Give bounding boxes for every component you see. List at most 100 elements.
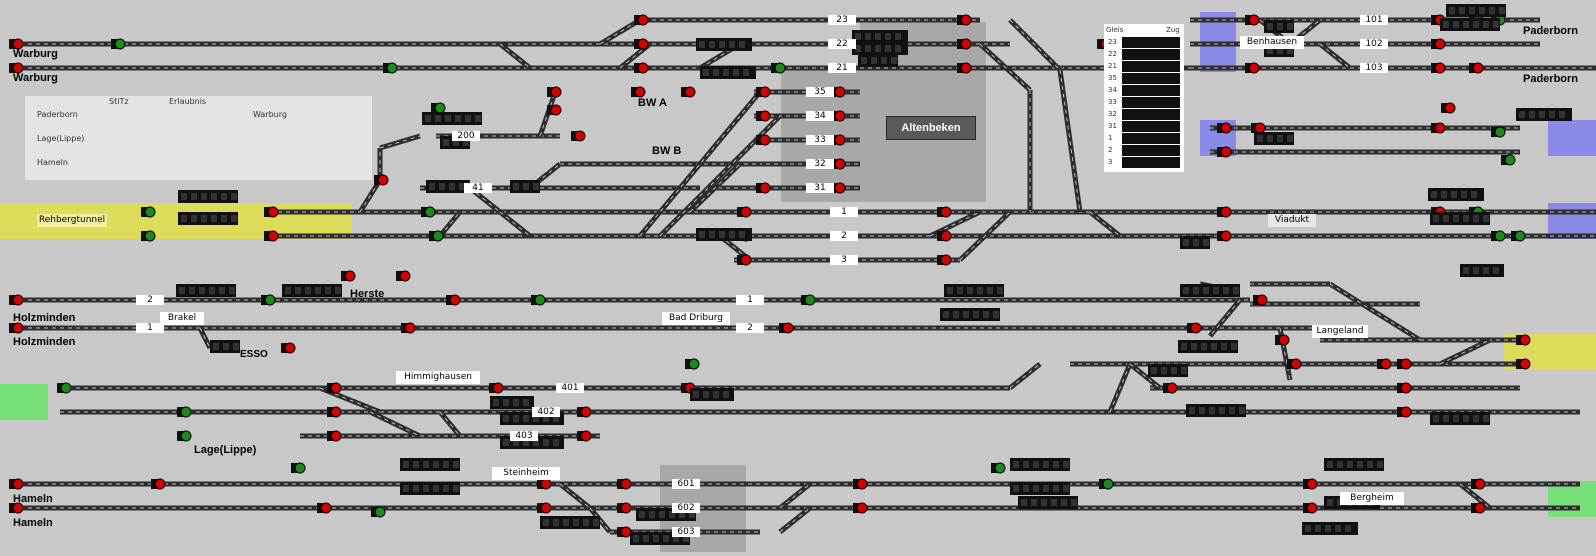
signal[interactable] [1303, 502, 1318, 514]
signal[interactable] [401, 322, 416, 334]
signal[interactable] [537, 478, 552, 490]
train-number-box[interactable] [1324, 458, 1384, 471]
signal[interactable] [937, 206, 952, 218]
signal[interactable] [937, 254, 952, 266]
signal[interactable] [779, 322, 794, 334]
signal[interactable] [737, 206, 752, 218]
table-row-train-box[interactable] [1122, 85, 1180, 96]
signal[interactable] [681, 86, 696, 98]
signal[interactable] [141, 206, 156, 218]
train-number-box[interactable] [490, 396, 534, 409]
signal[interactable] [396, 270, 411, 282]
signal[interactable] [1491, 126, 1506, 138]
table-row-train-box[interactable] [1122, 61, 1180, 72]
train-number-box[interactable] [1178, 340, 1238, 353]
signal[interactable] [737, 254, 752, 266]
train-number-box[interactable] [1018, 496, 1078, 509]
train-number-box[interactable] [1428, 188, 1484, 201]
signal[interactable] [831, 158, 846, 170]
train-number-box[interactable] [422, 112, 482, 125]
signal[interactable] [685, 358, 700, 370]
train-number-box[interactable] [1302, 522, 1358, 535]
signal[interactable] [421, 206, 436, 218]
signal[interactable] [617, 526, 632, 538]
signal[interactable] [853, 502, 868, 514]
signal[interactable] [291, 462, 306, 474]
signal[interactable] [374, 174, 389, 186]
train-number-box[interactable] [510, 180, 540, 193]
signal[interactable] [281, 342, 296, 354]
signal[interactable] [577, 406, 592, 418]
signal[interactable] [571, 130, 586, 142]
table-row-train-box[interactable] [1122, 157, 1180, 168]
signal[interactable] [261, 294, 276, 306]
signal[interactable] [1469, 62, 1484, 74]
signal[interactable] [1397, 358, 1412, 370]
signal[interactable] [991, 462, 1006, 474]
train-number-box[interactable] [858, 54, 898, 67]
signal[interactable] [537, 502, 552, 514]
signal[interactable] [317, 502, 332, 514]
signal[interactable] [431, 102, 446, 114]
train-number-box[interactable] [426, 180, 470, 193]
train-number-box[interactable] [1430, 412, 1490, 425]
signal[interactable] [957, 14, 972, 26]
table-row-train-box[interactable] [1122, 133, 1180, 144]
signal[interactable] [547, 104, 562, 116]
signal[interactable] [1163, 382, 1178, 394]
signal[interactable] [756, 110, 771, 122]
signal[interactable] [547, 86, 562, 98]
signal[interactable] [756, 86, 771, 98]
table-row-train-box[interactable] [1122, 37, 1180, 48]
signal[interactable] [853, 478, 868, 490]
train-number-box[interactable] [944, 284, 1004, 297]
signal[interactable] [9, 502, 24, 514]
train-number-box[interactable] [210, 340, 240, 353]
train-number-box[interactable] [1010, 482, 1070, 495]
signal[interactable] [634, 38, 649, 50]
table-row-train-box[interactable] [1122, 97, 1180, 108]
signal[interactable] [429, 230, 444, 242]
signal[interactable] [1431, 38, 1446, 50]
signal[interactable] [1397, 382, 1412, 394]
signal[interactable] [634, 14, 649, 26]
signal[interactable] [771, 62, 786, 74]
signal[interactable] [9, 478, 24, 490]
signal[interactable] [9, 294, 24, 306]
signal[interactable] [371, 506, 386, 518]
track-segment[interactable] [1208, 298, 1242, 338]
signal[interactable] [1245, 62, 1260, 74]
signal[interactable] [489, 382, 504, 394]
altenbeken-button[interactable]: Altenbeken [886, 116, 976, 140]
train-number-box[interactable] [1148, 364, 1188, 377]
track-segment[interactable] [638, 90, 762, 238]
signal[interactable] [1099, 478, 1114, 490]
signal[interactable] [937, 230, 952, 242]
table-row-train-box[interactable] [1122, 109, 1180, 120]
train-number-box[interactable] [400, 482, 460, 495]
signal[interactable] [327, 430, 342, 442]
train-number-box[interactable] [1264, 20, 1294, 33]
train-number-box[interactable] [1180, 284, 1240, 297]
train-number-box[interactable] [1440, 18, 1500, 31]
signal[interactable] [1217, 230, 1232, 242]
signal[interactable] [756, 182, 771, 194]
signal[interactable] [9, 38, 24, 50]
signal[interactable] [831, 86, 846, 98]
signal[interactable] [1516, 334, 1531, 346]
train-number-box[interactable] [696, 228, 752, 241]
train-number-box[interactable] [940, 308, 1000, 321]
signal[interactable] [634, 62, 649, 74]
signal[interactable] [631, 86, 646, 98]
signal[interactable] [141, 230, 156, 242]
signal[interactable] [1287, 358, 1302, 370]
signal[interactable] [1431, 122, 1446, 134]
train-number-box[interactable] [1446, 4, 1506, 17]
signal[interactable] [446, 294, 461, 306]
signal[interactable] [1431, 62, 1446, 74]
signal[interactable] [57, 382, 72, 394]
signal[interactable] [957, 38, 972, 50]
train-number-box[interactable] [696, 38, 752, 51]
table-row-train-box[interactable] [1122, 49, 1180, 60]
signal[interactable] [264, 206, 279, 218]
